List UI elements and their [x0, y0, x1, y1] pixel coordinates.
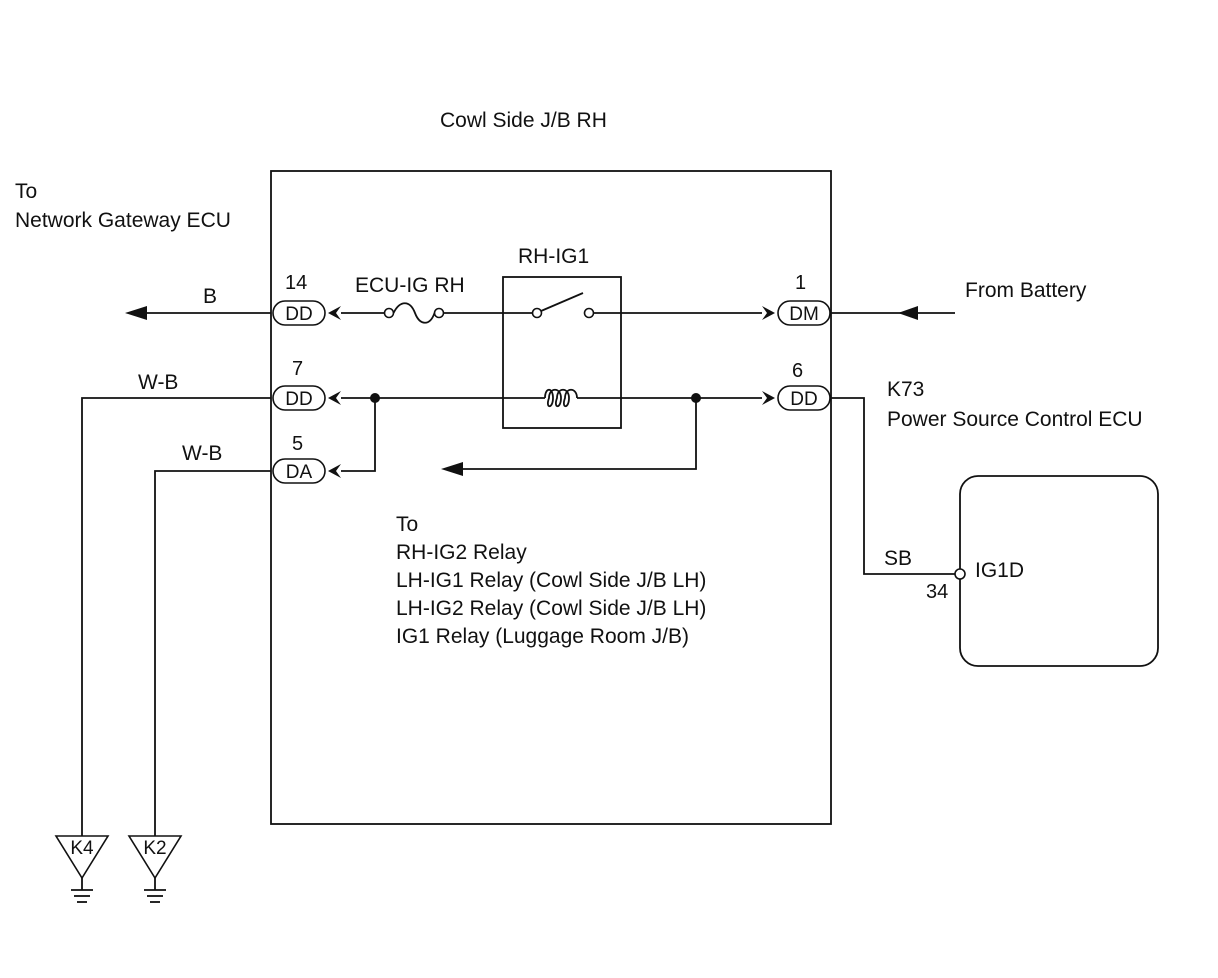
left-destination-to: To	[15, 180, 37, 203]
ground-k2: K2	[127, 835, 183, 903]
relay-dest-4: IG1 Relay (Luggage Room J/B)	[396, 625, 689, 648]
wire-color-sb: SB	[884, 547, 912, 570]
arrow-to-gateway-icon	[125, 306, 147, 320]
ecu-terminal-name: IG1D	[975, 559, 1024, 582]
ecu-code: K73	[887, 378, 924, 401]
ground-label-k2: K2	[143, 838, 166, 859]
connector-code-dd-6: DD	[790, 389, 817, 410]
connector-code-da-5: DA	[286, 462, 313, 483]
relay-contact-icon	[531, 307, 543, 319]
fuse-icon	[392, 302, 436, 324]
pin-5: 5	[292, 433, 303, 455]
pin-7: 7	[292, 358, 303, 380]
ecu-terminal-icon	[954, 568, 966, 580]
fuse-label: ECU-IG RH	[355, 274, 465, 297]
relay-switch-icon	[540, 292, 584, 312]
connector-terminal-icon	[328, 464, 341, 478]
connector-terminal-icon	[328, 306, 341, 320]
left-destination-name: Network Gateway ECU	[15, 209, 231, 232]
ecu-name: Power Source Control ECU	[887, 408, 1143, 431]
connector-terminal-icon	[328, 391, 341, 405]
fuse-terminal-icon	[433, 307, 445, 319]
battery-source-label: From Battery	[965, 279, 1087, 302]
ground-k4: K4	[54, 835, 110, 903]
relay-dest-1: RH-IG2 Relay	[396, 541, 527, 564]
relay-contact-icon	[583, 307, 595, 319]
ecu-terminal-pin: 34	[926, 581, 948, 603]
connector-code-dd-14: DD	[285, 304, 312, 325]
relay-rh-ig1	[502, 276, 622, 429]
ground-point-icon	[54, 835, 110, 880]
wire-to-relays	[460, 398, 697, 470]
relay-label: RH-IG1	[518, 245, 589, 268]
wire-color-wb-1: W-B	[138, 371, 178, 394]
connector-da-5	[272, 458, 326, 484]
relay-coil-icon	[544, 388, 578, 408]
ground-label-k4: K4	[70, 838, 94, 859]
relay-dest-2: LH-IG1 Relay (Cowl Side J/B LH)	[396, 569, 706, 592]
wire-wb-k2	[154, 470, 271, 840]
pin-6: 6	[792, 360, 803, 382]
relay-dest-3: LH-IG2 Relay (Cowl Side J/B LH)	[396, 597, 706, 620]
junction-block-outline	[270, 170, 832, 825]
connector-terminal-icon	[762, 391, 775, 405]
wire-color-b: B	[203, 285, 217, 308]
connector-code-dd-7: DD	[285, 389, 312, 410]
wire-internal	[341, 398, 376, 472]
ground-point-icon	[127, 835, 183, 880]
connector-terminal-icon	[762, 306, 775, 320]
relay-dest-to: To	[396, 513, 418, 536]
wire-color-wb-2: W-B	[182, 442, 222, 465]
arrow-to-relays-icon	[441, 462, 463, 476]
connector-dd-14	[272, 300, 326, 326]
fuse-terminal-icon	[383, 307, 395, 319]
junction-block-title: Cowl Side J/B RH	[440, 109, 607, 132]
wire-sb	[830, 397, 956, 575]
wire-wb-k4	[81, 397, 271, 840]
pin-14: 14	[285, 272, 307, 294]
connector-code-dm-1: DM	[789, 304, 819, 325]
pin-1: 1	[795, 272, 806, 294]
connector-dd-7	[272, 385, 326, 411]
arrow-from-battery-icon	[898, 306, 918, 320]
